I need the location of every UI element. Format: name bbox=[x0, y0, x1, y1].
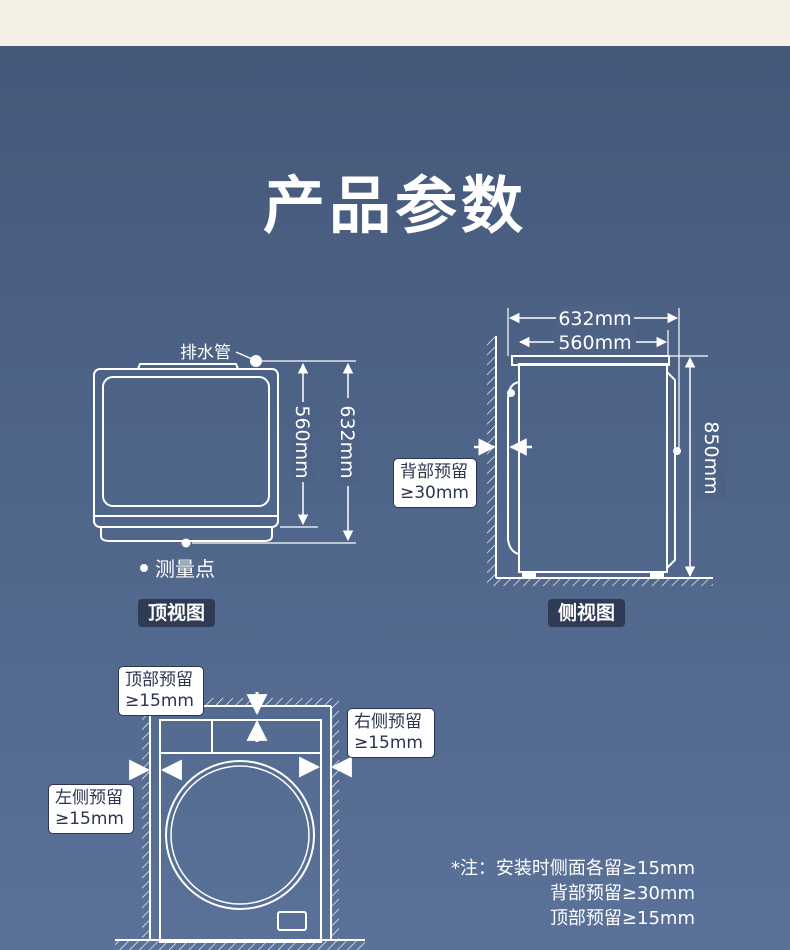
side-view bbox=[474, 308, 713, 586]
dim-label-bg-body bbox=[292, 402, 314, 482]
measure-point-legend: 测量点 bbox=[140, 556, 215, 582]
dim-label-bg-width-body bbox=[554, 331, 636, 355]
top-view bbox=[93, 351, 356, 548]
back-clearance-callout: 背部预留 ≥30mm bbox=[393, 458, 477, 508]
side-wall-hatch bbox=[487, 336, 496, 579]
note-line-3: 顶部预留≥15mm bbox=[549, 908, 695, 929]
side-width-body-label: 560mm bbox=[558, 332, 631, 354]
note-line-2: 背部预留≥30mm bbox=[549, 883, 695, 904]
front-left-wall-hatch bbox=[142, 706, 150, 942]
note-line-1: *注：安装时侧面各留≥15mm bbox=[450, 858, 695, 879]
measure-point-legend-dot bbox=[140, 563, 148, 572]
right-clearance-callout: 右侧预留 ≥15mm bbox=[347, 708, 435, 758]
side-foot-front bbox=[650, 571, 664, 578]
top-clearance-title: 顶部预留 bbox=[125, 670, 193, 690]
side-floor-hatch bbox=[487, 578, 713, 586]
front-filter-cover bbox=[277, 911, 307, 931]
front-floor-hatch bbox=[115, 940, 365, 950]
side-machine-top bbox=[511, 355, 670, 366]
top-view-depth-total-label: 632mm bbox=[336, 405, 358, 478]
left-clearance-title: 左侧预留 bbox=[55, 788, 123, 808]
side-view-tag: 侧视图 bbox=[548, 599, 626, 627]
right-clearance-value: ≥15mm bbox=[354, 733, 423, 753]
side-pipe-point bbox=[507, 389, 515, 397]
measure-point-legend-text: 测量点 bbox=[155, 557, 215, 581]
top-clearance-value: ≥15mm bbox=[125, 691, 194, 711]
side-foot-back bbox=[522, 571, 536, 578]
top-band bbox=[0, 0, 790, 46]
top-view-back-bar bbox=[137, 363, 239, 370]
front-door-outer bbox=[165, 760, 315, 910]
dim-label-bg-total bbox=[337, 398, 359, 486]
right-clearance-title: 右侧预留 bbox=[354, 712, 422, 732]
side-width-total-label: 632mm bbox=[558, 308, 631, 330]
dim-label-bg-height bbox=[696, 414, 726, 500]
dim-label-bg-width-total bbox=[556, 306, 634, 330]
side-door bbox=[666, 371, 676, 569]
left-clearance-callout: 左侧预留 ≥15mm bbox=[48, 784, 134, 834]
top-view-lid bbox=[102, 376, 270, 507]
measure-point-dot bbox=[181, 538, 191, 548]
side-height-label: 850mm bbox=[700, 421, 722, 494]
side-back-pipe bbox=[507, 381, 520, 555]
front-machine-body bbox=[159, 719, 322, 943]
top-view-body bbox=[93, 368, 279, 528]
back-clearance-title: 背部预留 bbox=[400, 462, 468, 482]
front-view bbox=[115, 692, 365, 950]
front-door-inner bbox=[170, 765, 310, 905]
drain-pipe-label: 排水管 bbox=[180, 343, 231, 363]
drain-leader-line bbox=[235, 351, 253, 360]
front-right-wall-hatch bbox=[331, 706, 339, 942]
top-view-tag: 顶视图 bbox=[138, 599, 216, 627]
drain-pipe-icon bbox=[250, 355, 262, 367]
top-view-depth-body-label: 560mm bbox=[291, 405, 313, 478]
top-clearance-callout: 顶部预留 ≥15mm bbox=[118, 666, 204, 716]
page-title: 产品参数 bbox=[262, 169, 527, 242]
front-ceiling-hatch bbox=[142, 698, 339, 706]
side-machine-body bbox=[518, 363, 668, 573]
back-clearance-value: ≥30mm bbox=[400, 483, 469, 503]
left-clearance-value: ≥15mm bbox=[55, 809, 124, 829]
